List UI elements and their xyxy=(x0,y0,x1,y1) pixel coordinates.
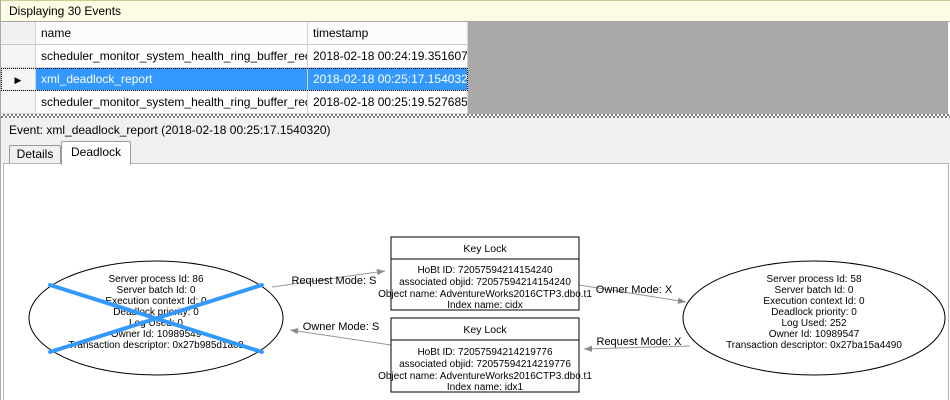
event-name-cell[interactable]: scheduler_monitor_system_health_ring_buf… xyxy=(36,45,308,68)
event-name-cell[interactable]: scheduler_monitor_system_health_ring_buf… xyxy=(36,91,308,114)
current-row-arrow-icon: ▶ xyxy=(14,75,22,85)
edge-label-request-x: Request Mode: X xyxy=(597,336,683,348)
owner-line: Owner Id: 10989547 xyxy=(769,329,860,340)
edge-label-owner-s: Owner Mode: S xyxy=(303,321,379,333)
resource-node-keylock-top[interactable]: Key Lock HoBt ID: 72057594214154240 asso… xyxy=(378,236,592,311)
owner-line: Server process Id: 58 xyxy=(766,274,861,285)
victim-cross-icon xyxy=(48,283,264,354)
owner-line: Transaction descriptor: 0x27ba15a4490 xyxy=(726,340,902,351)
owner-line: Log Used: 252 xyxy=(781,318,846,329)
victim-line: Server batch Id: 0 xyxy=(117,285,196,296)
resource-line: Index name: idx1 xyxy=(447,382,524,393)
deadlock-graph: Request Mode: S Owner Mode: S Owner Mode… xyxy=(28,236,946,393)
event-detail-chrome: Event: xml_deadlock_report (2018-02-18 0… xyxy=(1,118,950,165)
table-row[interactable]: scheduler_monitor_system_health_ring_buf… xyxy=(1,91,468,114)
resource-line: associated objid: 72057594214154240 xyxy=(399,277,571,288)
resource-title: Key Lock xyxy=(463,324,507,336)
resource-line: HoBt ID: 72057594214219776 xyxy=(417,347,553,358)
row-indicator-cell: ▶ xyxy=(1,68,36,91)
process-node-victim[interactable]: Server process Id: 86 Server batch Id: 0… xyxy=(28,260,284,376)
tab-details[interactable]: Details xyxy=(9,145,61,164)
row-indicator-header xyxy=(1,22,36,45)
victim-line: Deadlock priority: 0 xyxy=(113,307,199,318)
resource-line: Object name: AdventureWorks2016CTP3.dbo.… xyxy=(378,289,592,300)
resource-line: associated objid: 72057594214219776 xyxy=(399,359,571,370)
resource-line: Object name: AdventureWorks2016CTP3.dbo.… xyxy=(378,371,592,382)
edge-request-s: Request Mode: S xyxy=(271,269,386,288)
victim-line: Server process Id: 86 xyxy=(108,274,203,285)
event-timestamp-cell[interactable]: 2018-02-18 00:25:17.1540320 xyxy=(308,68,468,91)
victim-line: Execution context Id: 0 xyxy=(105,296,207,307)
deadlock-graph-pane: Request Mode: S Owner Mode: S Owner Mode… xyxy=(3,163,949,400)
victim-line: Transaction descriptor: 0x27b985d1ac0 xyxy=(68,340,244,351)
owner-line: Deadlock priority: 0 xyxy=(771,307,857,318)
table-header-row: name timestamp xyxy=(1,22,468,45)
resource-line: Index name: cidx xyxy=(447,300,523,311)
row-indicator-cell xyxy=(1,91,36,114)
events-grid: name timestamp scheduler_monitor_system_… xyxy=(1,22,948,114)
table-row-selected[interactable]: ▶ xml_deadlock_report 2018-02-18 00:25:1… xyxy=(1,68,468,91)
resource-title: Key Lock xyxy=(463,243,507,255)
edge-label-owner-x: Owner Mode: X xyxy=(596,284,673,296)
owner-line: Server batch Id: 0 xyxy=(775,285,854,296)
column-header-timestamp[interactable]: timestamp xyxy=(308,22,468,45)
column-header-name[interactable]: name xyxy=(36,22,308,45)
process-node-owner[interactable]: Server process Id: 58 Server batch Id: 0… xyxy=(682,260,946,376)
resource-line: HoBt ID: 72057594214154240 xyxy=(417,265,553,276)
victim-line: Owner Id: 10989549 xyxy=(111,329,202,340)
owner-line: Execution context Id: 0 xyxy=(763,296,865,307)
table-row[interactable]: scheduler_monitor_system_health_ring_buf… xyxy=(1,45,468,68)
selected-event-title: Event: xml_deadlock_report (2018-02-18 0… xyxy=(9,123,331,137)
pane-splitter[interactable] xyxy=(1,114,950,118)
tab-deadlock[interactable]: Deadlock xyxy=(61,141,131,165)
resource-node-keylock-bottom[interactable]: Key Lock HoBt ID: 72057594214219776 asso… xyxy=(378,317,592,393)
events-count-bar: Displaying 30 Events xyxy=(1,0,950,22)
row-indicator-cell xyxy=(1,45,36,68)
event-name-cell[interactable]: xml_deadlock_report xyxy=(36,68,308,91)
events-table: name timestamp scheduler_monitor_system_… xyxy=(1,22,468,114)
event-timestamp-cell[interactable]: 2018-02-18 00:24:19.3516078 xyxy=(308,45,468,68)
edge-label-request-s: Request Mode: S xyxy=(292,275,377,287)
victim-line: Log Used: 0 xyxy=(129,318,183,329)
event-timestamp-cell[interactable]: 2018-02-18 00:25:19.5276859 xyxy=(308,91,468,114)
edge-owner-x: Owner Mode: X xyxy=(578,284,687,304)
edge-owner-s: Owner Mode: S xyxy=(289,321,392,346)
edge-request-x: Request Mode: X xyxy=(583,336,691,352)
